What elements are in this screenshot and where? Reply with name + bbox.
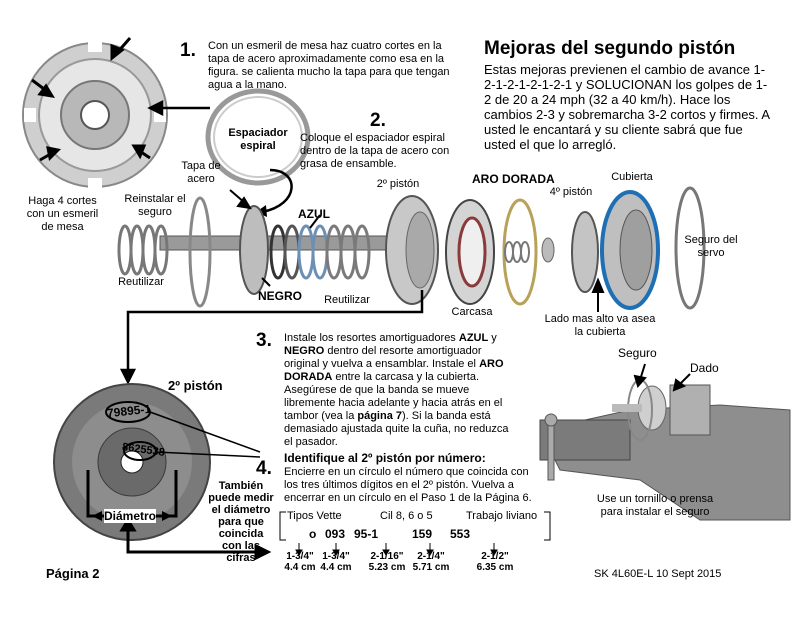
black-label: NEGRO [258, 289, 303, 303]
assembly-image [117, 186, 706, 310]
step-4-heading: Identifique al 2º pistón por número: [284, 451, 486, 465]
servo-ring-label: Seguro del servo [684, 234, 738, 259]
bottom-arrow [119, 517, 272, 561]
code-093: 093 [325, 527, 346, 541]
spiral-spacer-image [205, 88, 311, 186]
step-4-number: 4. [256, 458, 272, 479]
step-2-number: 2. [370, 110, 386, 131]
vise-arrows [633, 363, 691, 392]
diameter-note: También puede medir el diámetro para que… [208, 480, 274, 564]
code-553: 553 [450, 527, 471, 541]
connector-line [119, 290, 424, 385]
reuse-label-left: Reutilizar [118, 276, 164, 288]
reuse-label-right: Reutilizar [324, 294, 370, 306]
size-4: 2-1/4"5.71 cm [412, 551, 450, 573]
code-159: 159 [412, 527, 433, 541]
spacer-arrow [147, 99, 210, 117]
spacer-label: Espaciador espiral [228, 127, 288, 152]
steel-cap-label: Tapa de acero [181, 160, 221, 185]
blue-label: AZUL [298, 207, 330, 221]
reinstall-ring-label: Reinstalar el seguro [124, 193, 186, 218]
step-1-text: Con un esmeril de mesa haz cuatro cortes… [208, 40, 450, 91]
step-4-text: Encierre en un círculo el número que coi… [284, 466, 532, 504]
size-2: 1-3/4"4.4 cm [320, 551, 352, 573]
step-3-number: 3. [256, 330, 272, 351]
size-3: 2-1/16"5.23 cm [368, 551, 406, 573]
size-1: 1-3/4"4.4 cm [284, 551, 316, 573]
document-code: SK 4L60E-L 10 Sept 2015 [594, 568, 722, 580]
or-label: o [309, 527, 317, 541]
code-95-1: 95-1 [354, 527, 379, 541]
piston-photo-label: 2º pistón [168, 378, 223, 393]
col-cil: Cil 8, 6 o 5 [380, 510, 433, 522]
table-bracket [279, 511, 551, 541]
page-number: Página 2 [46, 566, 100, 581]
vise-photo [539, 379, 791, 521]
curved-arrow [261, 168, 293, 214]
housing-label: Carcasa [451, 306, 493, 318]
col-trabajo: Trabajo liviano [466, 510, 538, 522]
gold-ring-label: ARO DORADA [472, 172, 555, 186]
table-arrows [295, 543, 498, 556]
piston-4-label: 4º pistón [549, 186, 593, 198]
col-tipos-vette: Tipos Vette [287, 510, 342, 522]
step-1-number: 1. [180, 40, 196, 61]
cut-instruction-label: Haga 4 cortes con un esmeril de mesa [26, 195, 99, 233]
intro-text: Estas mejoras previenen el cambio de ava… [484, 62, 770, 152]
step-3-text: Instale los resortes amortiguadores AZUL… [284, 332, 509, 448]
step-2-text: Coloque el espaciador espiral dentro de … [300, 132, 450, 170]
high-side-label: Lado mas alto va asea la cubierta [544, 313, 656, 338]
page-title: Mejoras del segundo pistón [484, 38, 736, 59]
piston-photo [53, 383, 211, 541]
snap-ring-label: Seguro [618, 346, 657, 360]
cut-arrows [31, 37, 151, 162]
socket-label: Dado [690, 361, 719, 375]
assembly-arrows [229, 189, 605, 312]
cover-label: Cubierta [611, 171, 653, 183]
vise-instruction: Use un tornillo o prensa para instalar e… [596, 493, 714, 518]
piston-2-label: 2º pistón [376, 178, 420, 190]
steel-cap-image [22, 40, 168, 190]
pointer-lines [149, 411, 261, 458]
diameter-label: Diámetro [104, 509, 157, 523]
size-5: 2-1/2"6.35 cm [476, 551, 514, 573]
